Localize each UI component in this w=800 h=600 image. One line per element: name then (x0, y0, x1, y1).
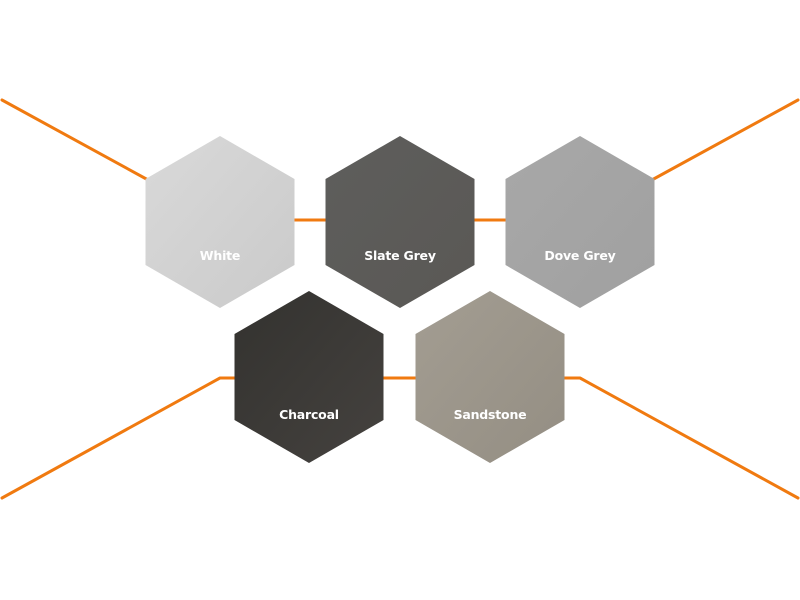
hexagon-charcoal (234, 291, 384, 463)
swatch-slate-grey[interactable]: Slate Grey (325, 136, 475, 308)
swatch-dove-grey[interactable]: Dove Grey (505, 136, 655, 308)
swatch-label-slate-grey: Slate Grey (364, 248, 436, 263)
swatch-label-charcoal: Charcoal (279, 407, 339, 422)
connector-lines (0, 98, 800, 500)
swatch-charcoal[interactable]: Charcoal (234, 291, 384, 463)
swatch-label-dove-grey: Dove Grey (544, 248, 615, 263)
hexagon-sandstone (415, 291, 565, 463)
connector-top-left (0, 98, 152, 183)
connector-top-right (648, 98, 800, 183)
swatch-sandstone[interactable]: Sandstone (415, 291, 565, 463)
hexagon-dove-grey (505, 136, 655, 308)
hexagon-white (145, 136, 295, 308)
connector-bottom-right (558, 376, 800, 500)
swatch-white[interactable]: White (145, 136, 295, 308)
swatch-label-white: White (200, 248, 240, 263)
swatch-label-sandstone: Sandstone (454, 407, 527, 422)
hexagon-slate-grey (325, 136, 475, 308)
connector-bottom-left (0, 376, 242, 500)
